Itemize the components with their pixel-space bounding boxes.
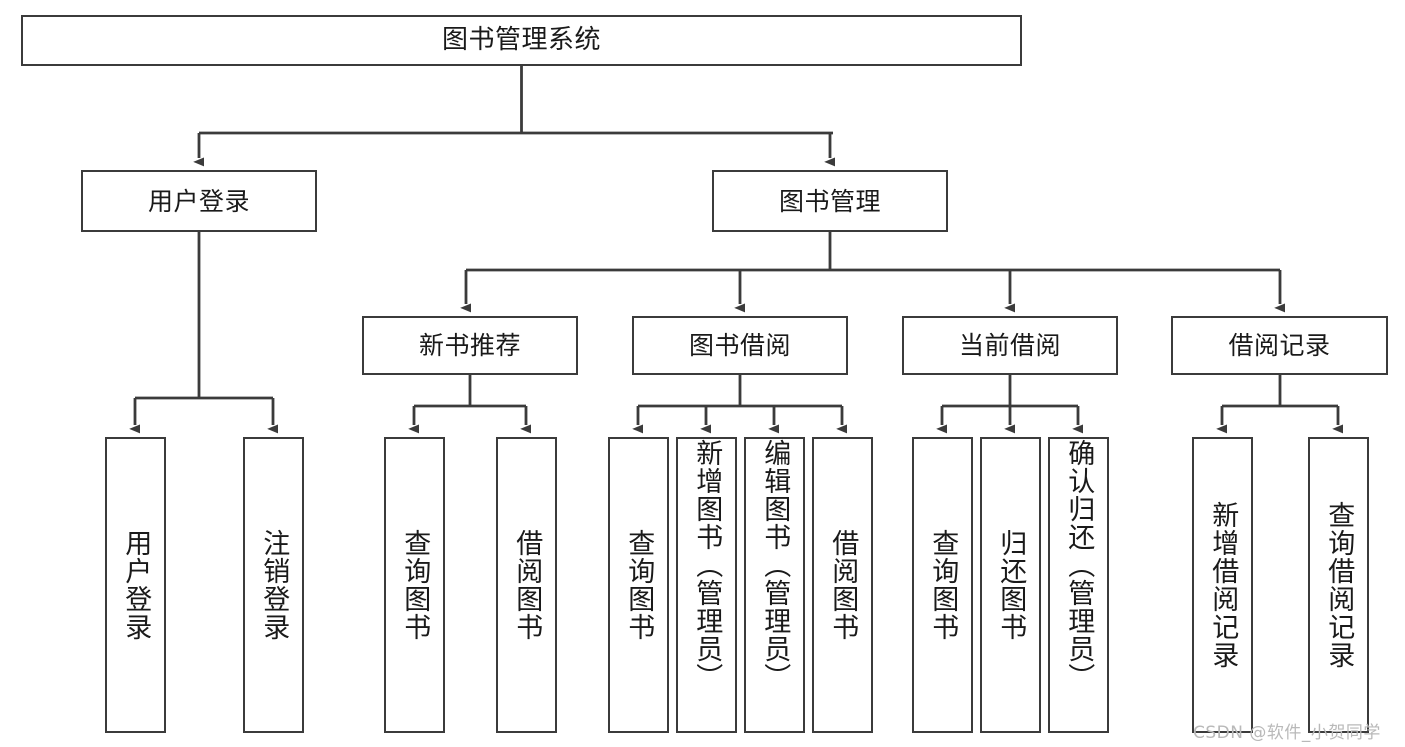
node-root-label: 图书管理系统 — [441, 25, 601, 56]
node-leaf-query-record[interactable]: 查询借阅记录 — [1308, 437, 1369, 733]
node-borrow-record-label: 借阅记录 — [1228, 331, 1331, 360]
node-leaf-add-record[interactable]: 新增借阅记录 — [1192, 437, 1253, 733]
node-leaf-confirm-return[interactable]: 确认归还（管理员） — [1048, 437, 1109, 733]
node-leaf-add-book-label: 新增图书（管理员） — [691, 439, 723, 691]
node-leaf-user-login[interactable]: 用户登录 — [105, 437, 166, 733]
node-leaf-confirm-return-label: 确认归还（管理员） — [1063, 439, 1095, 691]
node-leaf-borrow-book-1-label: 借阅图书 — [511, 529, 543, 641]
node-new-book-rec-label: 新书推荐 — [418, 331, 521, 360]
node-leaf-query-record-label: 查询借阅记录 — [1323, 501, 1355, 669]
node-current-borrow-label: 当前借阅 — [958, 331, 1061, 360]
watermark-text: CSDN @软件_小贺同学 — [1193, 723, 1381, 743]
node-leaf-borrow-book-2-label: 借阅图书 — [827, 529, 859, 641]
node-leaf-edit-book[interactable]: 编辑图书（管理员） — [744, 437, 805, 733]
node-leaf-query-book-3[interactable]: 查询图书 — [912, 437, 973, 733]
node-user-login[interactable]: 用户登录 — [81, 170, 317, 232]
node-leaf-query-book-1-label: 查询图书 — [399, 529, 431, 641]
node-leaf-add-record-label: 新增借阅记录 — [1207, 501, 1239, 669]
node-leaf-borrow-book-1[interactable]: 借阅图书 — [496, 437, 557, 733]
node-current-borrow[interactable]: 当前借阅 — [902, 316, 1118, 375]
node-user-login-label: 用户登录 — [147, 186, 250, 216]
node-root[interactable]: 图书管理系统 — [21, 15, 1022, 66]
node-leaf-return-book[interactable]: 归还图书 — [980, 437, 1041, 733]
node-new-book-rec[interactable]: 新书推荐 — [362, 316, 578, 375]
node-leaf-borrow-book-2[interactable]: 借阅图书 — [812, 437, 873, 733]
node-book-manage[interactable]: 图书管理 — [712, 170, 948, 232]
node-leaf-user-logout-label: 注销登录 — [258, 529, 290, 641]
node-borrow-record[interactable]: 借阅记录 — [1171, 316, 1388, 375]
node-leaf-user-logout[interactable]: 注销登录 — [243, 437, 304, 733]
node-leaf-return-book-label: 归还图书 — [995, 529, 1027, 641]
node-book-borrow-label: 图书借阅 — [688, 331, 791, 360]
node-leaf-edit-book-label: 编辑图书（管理员） — [759, 439, 791, 691]
node-book-manage-label: 图书管理 — [778, 186, 881, 216]
node-leaf-user-login-label: 用户登录 — [120, 529, 152, 641]
node-leaf-query-book-3-label: 查询图书 — [927, 529, 959, 641]
node-leaf-query-book-1[interactable]: 查询图书 — [384, 437, 445, 733]
node-leaf-query-book-2-label: 查询图书 — [623, 529, 655, 641]
node-leaf-add-book[interactable]: 新增图书（管理员） — [676, 437, 737, 733]
node-book-borrow[interactable]: 图书借阅 — [632, 316, 848, 375]
node-leaf-query-book-2[interactable]: 查询图书 — [608, 437, 669, 733]
